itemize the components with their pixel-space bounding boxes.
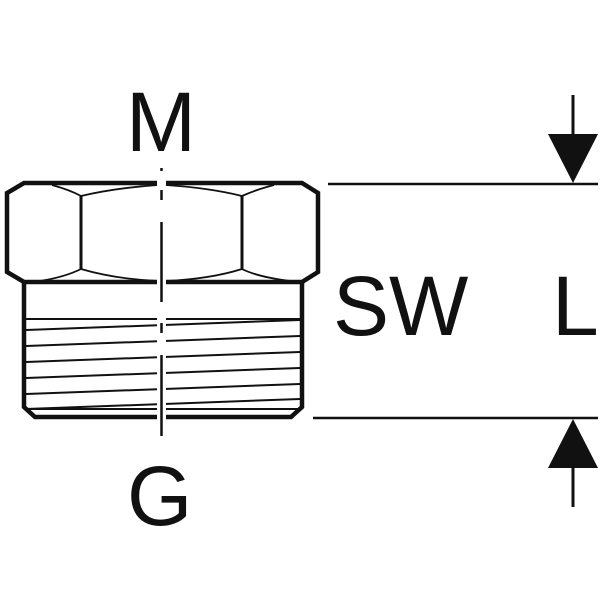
- dimension-lines: [313, 182, 598, 420]
- thread-type-label: G: [127, 449, 193, 543]
- wrench-size-label: SW: [333, 259, 469, 353]
- center-line: [157, 168, 166, 436]
- arrow-up-icon: [548, 419, 598, 507]
- thread-size-label: M: [126, 75, 196, 169]
- length-label: L: [552, 259, 599, 353]
- arrow-down-icon: [548, 95, 598, 183]
- hex-chamfer-arcs: [39, 184, 291, 282]
